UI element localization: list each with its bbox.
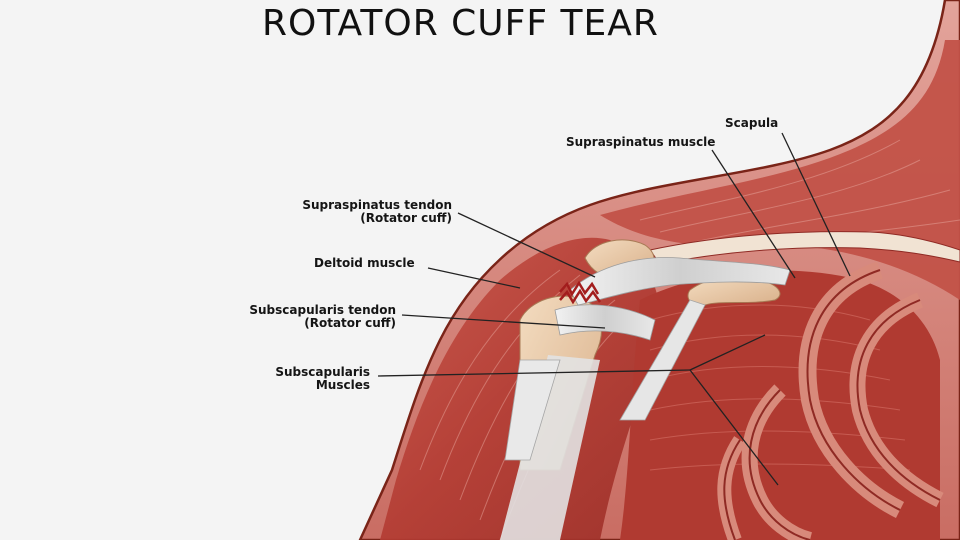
label-scapula: Scapula bbox=[725, 117, 778, 130]
label-scapula-text: Scapula bbox=[725, 116, 779, 130]
label-deltoid-muscle: Deltoid muscle bbox=[314, 257, 415, 270]
rib-cage bbox=[717, 261, 944, 540]
label-supraspinatus-muscle-text: Supraspinatus muscle bbox=[566, 135, 716, 149]
biceps-tendon bbox=[619, 299, 706, 421]
rotator-cuff-tear bbox=[559, 280, 602, 305]
label-supraspinatus-tendon-line1: Supraspinatus tendon bbox=[302, 198, 452, 212]
leader-subscapularis-muscles-a bbox=[377, 369, 691, 377]
humerus-shaft bbox=[500, 355, 600, 540]
label-supraspinatus-tendon-line2: (Rotator cuff) bbox=[360, 211, 452, 225]
label-subscapularis-tendon: Subscapularis tendon (Rotator cuff) bbox=[242, 304, 396, 330]
leader-supraspinatus-muscle bbox=[711, 149, 796, 279]
label-subscapularis-tendon-line1: Subscapularis tendon bbox=[249, 303, 396, 317]
label-subscapularis-muscles-line2: Muscles bbox=[315, 378, 370, 392]
leader-subscapularis-tendon bbox=[401, 314, 606, 329]
label-supraspinatus-muscle: Supraspinatus muscle bbox=[566, 136, 715, 149]
label-subscapularis-muscles-line1: Subscapularis bbox=[275, 365, 370, 379]
leader-scapula bbox=[781, 132, 851, 277]
leader-deltoid-muscle bbox=[427, 267, 521, 289]
leader-subscapularis-muscles-c bbox=[689, 369, 779, 486]
leader-subscapularis-muscles-b bbox=[689, 334, 766, 371]
page-title: ROTATOR CUFF TEAR bbox=[262, 3, 659, 44]
leader-supraspinatus-tendon bbox=[457, 212, 596, 278]
supraspinatus-tendon bbox=[569, 257, 791, 306]
subscapularis-tendon bbox=[554, 304, 656, 341]
label-leader-lines bbox=[377, 132, 851, 486]
biceps-tendon-lower bbox=[504, 359, 561, 461]
label-subscapularis-tendon-line2: (Rotator cuff) bbox=[304, 316, 396, 330]
label-subscapularis-muscles: Subscapularis Muscles bbox=[270, 366, 370, 392]
label-deltoid-muscle-text: Deltoid muscle bbox=[314, 256, 415, 270]
label-supraspinatus-tendon: Supraspinatus tendon (Rotator cuff) bbox=[296, 199, 452, 225]
